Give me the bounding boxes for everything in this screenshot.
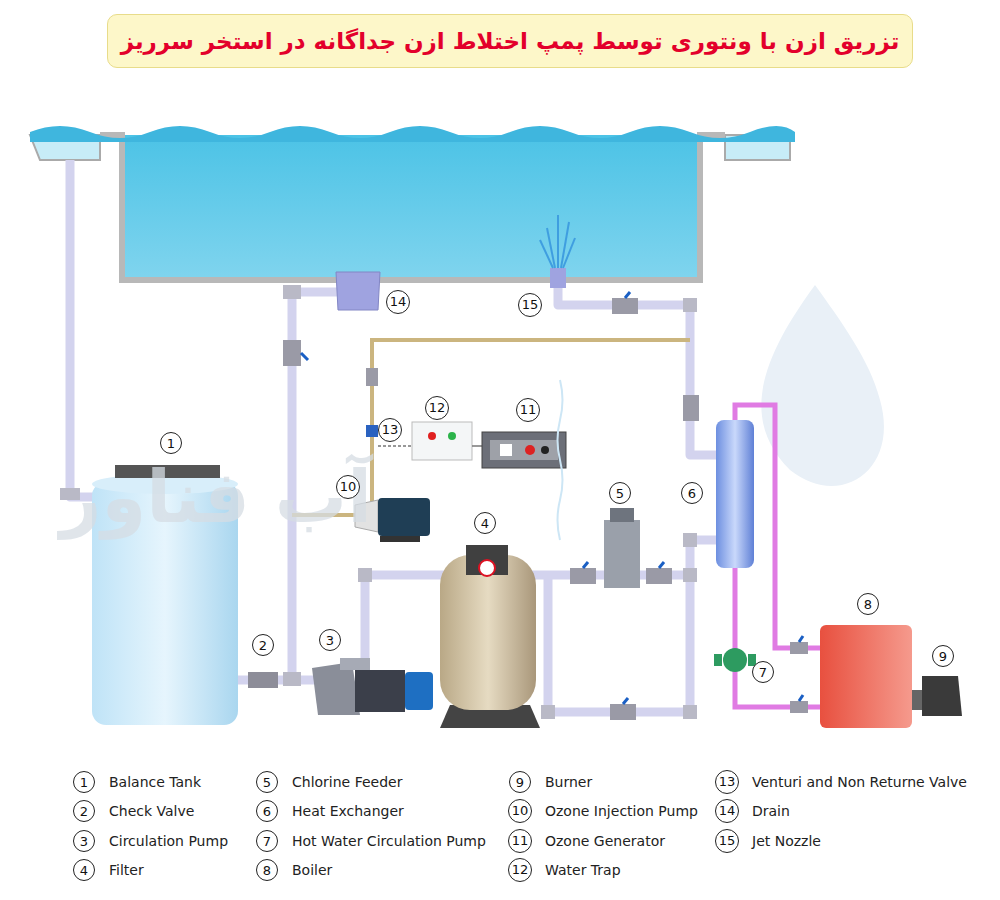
callout-text: 14 xyxy=(719,804,736,817)
callout-text: 1 xyxy=(167,437,175,450)
legend-item-name: Ozone Injection Pump xyxy=(545,803,698,819)
legend-item-name: Hot Water Circulation Pump xyxy=(292,833,486,849)
callout-number: 5 xyxy=(609,482,631,504)
callout-number: 5 xyxy=(256,771,278,793)
callout-text: 12 xyxy=(429,401,446,414)
callout-text: 7 xyxy=(263,835,271,848)
callout-text: 15 xyxy=(719,834,736,847)
callout-number: 4 xyxy=(73,859,95,881)
callout-number: 15 xyxy=(715,829,740,854)
callout-number: 12 xyxy=(508,858,533,883)
legend-item-name: Heat Exchanger xyxy=(292,803,404,819)
title-text: تزریق ازن با ونتوری توسط پمپ اختلاط ازن … xyxy=(121,28,900,54)
legend-item-name: Ozone Generator xyxy=(545,833,665,849)
legend-item-name: Drain xyxy=(752,803,790,819)
callout-number: 1 xyxy=(160,432,182,454)
callout-text: 2 xyxy=(259,639,267,652)
callout-text: 9 xyxy=(939,650,947,663)
legend-item-name: Check Valve xyxy=(109,803,194,819)
legend-item-name: Jet Nozzle xyxy=(752,833,821,849)
legend-item-name: Water Trap xyxy=(545,862,621,878)
callout-number: 6 xyxy=(681,482,703,504)
callout-number: 9 xyxy=(932,645,954,667)
callout-text: 8 xyxy=(263,864,271,877)
title-band: تزریق ازن با ونتوری توسط پمپ اختلاط ازن … xyxy=(107,14,914,68)
watermark: آب فناور xyxy=(60,455,372,539)
callout-number: 8 xyxy=(256,859,278,881)
callout-number: 2 xyxy=(252,634,274,656)
callout-text: 6 xyxy=(688,487,696,500)
legend-item-name: Circulation Pump xyxy=(109,833,228,849)
callout-number: 11 xyxy=(508,829,533,854)
callout-text: 4 xyxy=(481,517,489,530)
legend-item-name: Filter xyxy=(109,862,144,878)
callout-text: 11 xyxy=(520,403,537,416)
callout-text: 13 xyxy=(719,775,736,788)
legend-item-name: Chlorine Feeder xyxy=(292,774,402,790)
callout-text: 12 xyxy=(512,863,529,876)
callout-text: 14 xyxy=(390,295,407,308)
callout-text: 9 xyxy=(516,776,524,789)
callout-number: 9 xyxy=(509,771,531,793)
callout-number: 12 xyxy=(425,396,450,421)
callout-number: 2 xyxy=(73,800,95,822)
callout-number: 14 xyxy=(386,290,411,315)
legend-item-name: Balance Tank xyxy=(109,774,201,790)
callout-text: 5 xyxy=(263,776,271,789)
callout-text: 2 xyxy=(80,805,88,818)
callout-number: 7 xyxy=(256,830,278,852)
legend-item-name: Boiler xyxy=(292,862,332,878)
callout-text: 1 xyxy=(80,776,88,789)
callout-number: 6 xyxy=(256,800,278,822)
callout-number: 1 xyxy=(73,771,95,793)
callout-number: 11 xyxy=(516,398,541,423)
callout-number: 15 xyxy=(518,293,543,318)
callout-text: 3 xyxy=(80,835,88,848)
callout-number: 3 xyxy=(73,830,95,852)
callout-number: 13 xyxy=(715,770,740,795)
callout-number: 4 xyxy=(474,512,496,534)
callout-number: 7 xyxy=(752,661,774,683)
callout-number: 10 xyxy=(508,799,533,824)
callout-text: 5 xyxy=(616,487,624,500)
callout-text: 8 xyxy=(864,598,872,611)
callout-number: 8 xyxy=(857,593,879,615)
callout-text: 6 xyxy=(263,805,271,818)
callout-text: 11 xyxy=(512,834,529,847)
callout-number: 3 xyxy=(319,629,341,651)
callout-text: 10 xyxy=(512,804,529,817)
callout-text: 7 xyxy=(759,666,767,679)
callout-text: 13 xyxy=(382,423,399,436)
callout-text: 10 xyxy=(340,480,357,493)
callout-number: 14 xyxy=(715,799,740,824)
callout-text: 3 xyxy=(326,634,334,647)
callout-text: 4 xyxy=(80,864,88,877)
legend-item-name: Venturi and Non Returne Valve xyxy=(752,774,967,790)
callout-text: 15 xyxy=(522,298,539,311)
callout-number: 13 xyxy=(378,418,403,443)
legend-item-name: Burner xyxy=(545,774,592,790)
